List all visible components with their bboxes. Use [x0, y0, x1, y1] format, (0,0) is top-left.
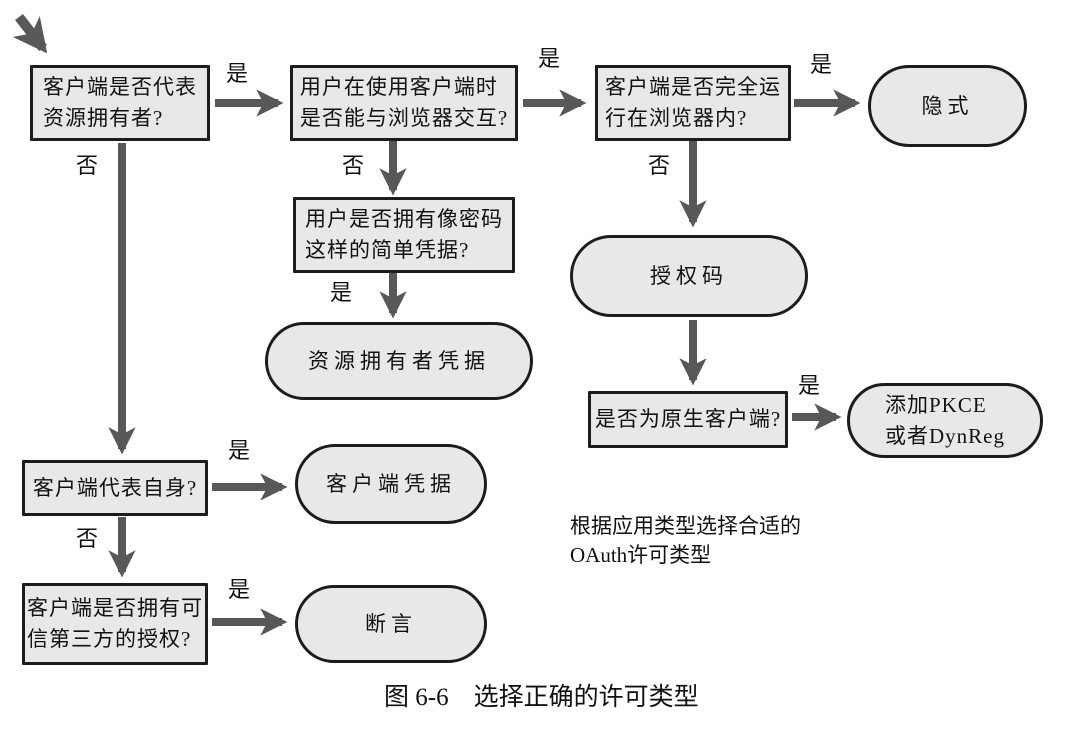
edge-label-yes-q3-implicit: 是 [810, 52, 833, 77]
edge-label-yes-q1-q2: 是 [226, 61, 249, 86]
annotation-text: 根据应用类型选择合适的 OAuth许可类型 [570, 514, 801, 567]
decision-trusted-third-party-authorization: 客户端是否拥有可 信第三方的授权? [22, 583, 208, 665]
decision-native-client: 是否为原生客户端? [588, 391, 788, 448]
edge-label-yes-q2-q3: 是 [538, 46, 561, 71]
decision-user-browser-interaction: 用户在使用客户端时 是否能与浏览器交互? [290, 65, 518, 141]
decision-client-represents-owner: 客户端是否代表 资源拥有者? [30, 65, 210, 141]
terminal-resource-owner-credentials: 资源拥有者凭据 [265, 322, 533, 400]
edge-label-no-q2: 否 [342, 153, 365, 178]
decision-client-acts-for-itself: 客户端代表自身? [22, 460, 208, 516]
edge-label-yes-q7: 是 [228, 577, 251, 602]
entry-arrow [12, 13, 48, 54]
terminal-assertion: 断言 [295, 585, 487, 663]
decision-runs-entirely-in-browser: 客户端是否完全运 行在浏览器内? [595, 65, 791, 141]
decision-user-simple-credentials: 用户是否拥有像密码 这样的简单凭据? [293, 197, 515, 273]
edge-label-yes-q4: 是 [330, 280, 353, 305]
terminal-add-pkce-dynreg: 添加PKCE 或者DynReg [847, 383, 1043, 458]
edge-label-no-q6: 否 [76, 526, 99, 551]
terminal-authorization-code: 授权码 [570, 235, 808, 317]
edge-label-no-q3: 否 [648, 153, 671, 178]
edge-label-yes-q5: 是 [798, 373, 821, 398]
figure-caption: 图 6-6 选择正确的许可类型 [384, 684, 699, 711]
edge-label-yes-q6: 是 [228, 438, 251, 463]
edge-label-no-q1: 否 [76, 153, 99, 178]
terminal-implicit: 隐式 [868, 65, 1027, 147]
terminal-client-credentials: 客户端凭据 [295, 444, 487, 524]
